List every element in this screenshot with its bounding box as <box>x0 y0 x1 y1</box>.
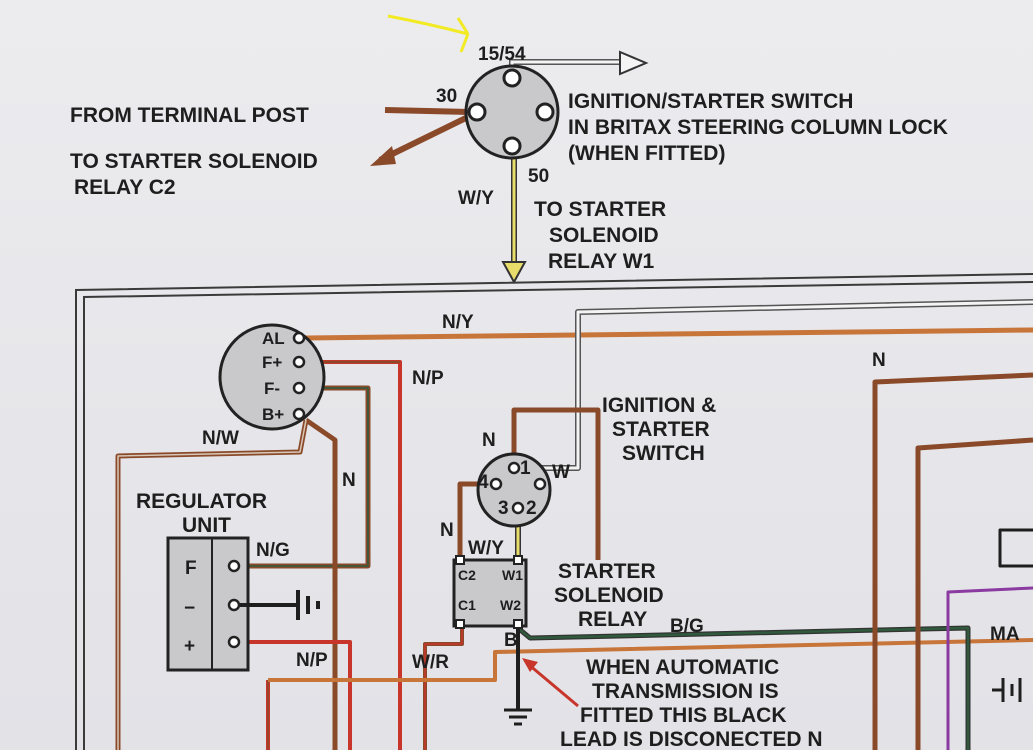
wire-label-n-right: N <box>872 350 886 371</box>
to-solenoid-c2-line1: TO STARTER SOLENOID <box>70 150 318 173</box>
to-solenoid-w1-line1: TO STARTER <box>534 198 666 221</box>
note-line4: LEAD IS DISCONECTED N <box>560 728 823 750</box>
to-solenoid-w1-line2: SOLENOID <box>549 224 659 247</box>
to-solenoid-c2-line2: RELAY C2 <box>74 176 176 199</box>
alternator-al-label: AL <box>262 329 285 348</box>
wire-label-wr: W/R <box>412 652 449 673</box>
red-note-arrow <box>522 658 579 708</box>
partial-ma-label: MA <box>990 624 1020 645</box>
wire-label-bg: B/G <box>670 616 704 637</box>
note-line2: TRANSMISSION IS <box>592 680 779 703</box>
terminal-30-label: 30 <box>436 86 457 107</box>
relay-caption-line3: RELAY <box>578 608 647 631</box>
battery-symbol <box>992 678 1022 702</box>
alternator <box>218 323 326 431</box>
relay-c1-label: C1 <box>458 597 476 613</box>
switch-pin-1: 1 <box>520 458 531 479</box>
frame-border <box>75 273 1033 750</box>
wire-label-np-bottom: N/P <box>296 650 328 671</box>
ignition-switch-caption-line2: STARTER <box>612 418 710 441</box>
wire-label-n-switch: N <box>482 430 496 451</box>
wire-label-nw: N/W <box>202 428 239 449</box>
relay-w2-label: W2 <box>500 597 521 613</box>
to-solenoid-w1-line3: RELAY W1 <box>548 250 655 273</box>
wire-label-np-top: N/P <box>412 368 444 389</box>
top-wire-wy-label: W/Y <box>458 188 494 209</box>
top-switch-caption-line3: (WHEN FITTED) <box>568 142 725 165</box>
terminal-15-54-label: 15/54 <box>478 44 526 65</box>
switch-pin-3: 3 <box>498 498 509 519</box>
regulator-minus-label: − <box>184 598 195 619</box>
regulator-f-label: F <box>185 558 197 579</box>
starter-solenoid-relay <box>452 555 528 629</box>
wire-label-b: B <box>504 630 518 651</box>
top-switch-caption-line1: IGNITION/STARTER SWITCH <box>568 90 853 113</box>
regulator-plus-label: + <box>184 636 195 657</box>
relay-caption-line1: STARTER <box>558 560 656 583</box>
wire-label-ny: N/Y <box>442 312 474 333</box>
switch-pin-4: 4 <box>478 472 489 493</box>
terminal-50-label: 50 <box>528 166 549 187</box>
ignition-switch-caption-line1: IGNITION & <box>602 394 716 417</box>
note-line1: WHEN AUTOMATIC <box>586 656 779 679</box>
relay-w1-label: W1 <box>502 567 523 583</box>
wire-label-w: W <box>552 462 570 483</box>
switch-pin-2: 2 <box>526 498 537 519</box>
regulator-caption-line2: UNIT <box>182 514 231 537</box>
from-terminal-post-label: FROM TERMINAL POST <box>70 104 309 127</box>
relay-c2-label: C2 <box>458 567 476 583</box>
ground-symbol <box>504 708 532 726</box>
regulator-caption-line1: REGULATOR <box>136 490 267 513</box>
regulator-unit <box>166 536 320 672</box>
wiring <box>115 299 1033 750</box>
alternator-bplus-label: B+ <box>262 405 284 424</box>
ignition-starter-switch <box>476 452 552 528</box>
note-line3: FITTED THIS BLACK <box>580 704 786 727</box>
wire-label-ng: N/G <box>256 540 290 561</box>
alternator-fplus-label: F+ <box>262 353 282 372</box>
relay-caption-line2: SOLENOID <box>554 584 664 607</box>
wire-label-wy: W/Y <box>468 538 504 559</box>
wire-label-n-vertical: N <box>342 470 356 491</box>
alternator-fminus-label: F- <box>264 379 280 398</box>
yellow-annotation-arrow <box>387 14 470 53</box>
ignition-switch-caption-line3: SWITCH <box>622 442 705 465</box>
wire-label-n-left: N <box>440 520 454 541</box>
top-ignition-switch <box>370 50 649 285</box>
top-switch-caption-line2: IN BRITAX STEERING COLUMN LOCK <box>568 116 948 139</box>
